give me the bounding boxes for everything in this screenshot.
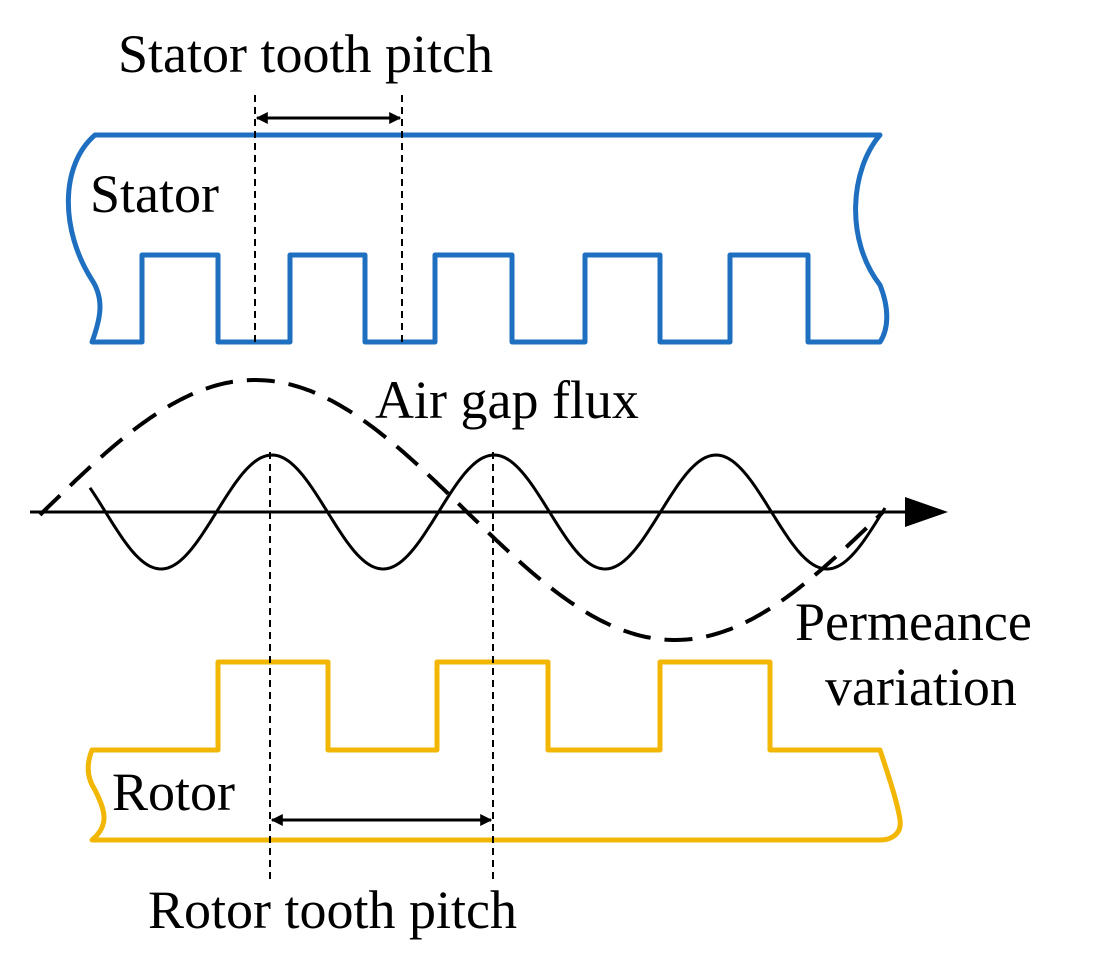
stator-outline <box>65 132 890 345</box>
rotor-outline <box>85 659 903 843</box>
rotor-pitch-label: Rotor tooth pitch <box>148 880 517 940</box>
permeance-label-line1: Permeance <box>795 592 1032 652</box>
axis-arrowhead-icon <box>905 497 948 527</box>
permeance-variation-wave <box>38 378 885 642</box>
air-gap-flux-wave <box>88 453 887 571</box>
stator-label: Stator <box>90 164 219 224</box>
stator-pitch-label: Stator tooth pitch <box>118 24 493 84</box>
rotor-label: Rotor <box>112 762 235 822</box>
air-gap-flux-label: Air gap flux <box>375 370 639 430</box>
permeance-label-line2: variation <box>825 657 1017 717</box>
